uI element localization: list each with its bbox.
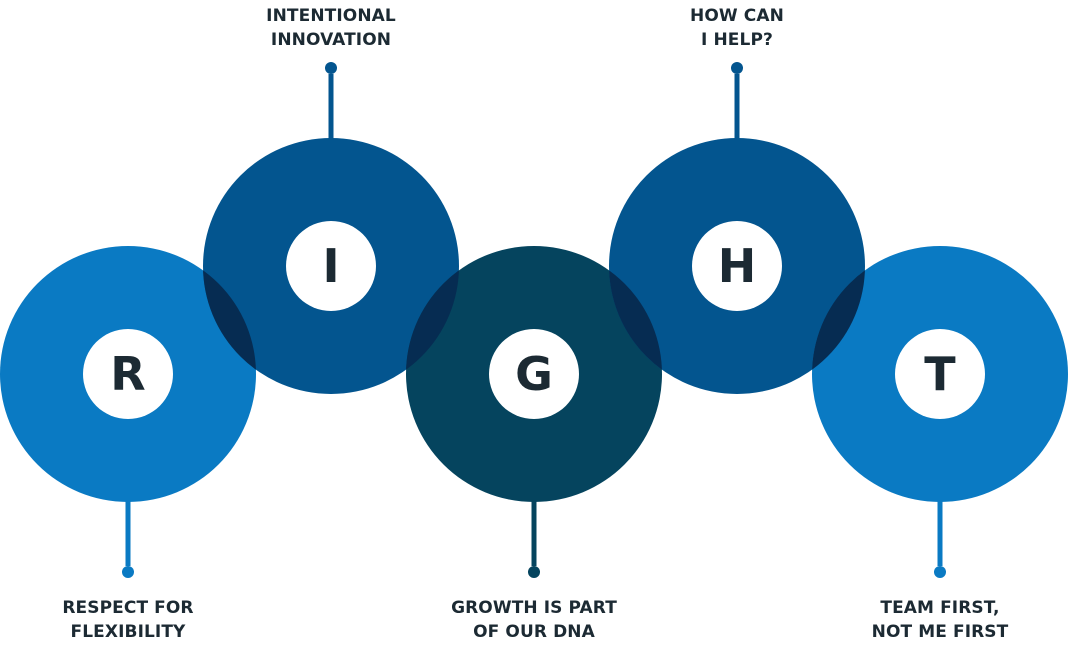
caption-h-line-2: I HELP? [701,30,773,50]
caption-t: TEAM FIRST, NOT ME FIRST [830,596,1050,644]
caption-t-line-2: NOT ME FIRST [871,622,1009,642]
letter-disc-i [286,221,376,311]
connector-g [528,500,540,578]
connector-r [122,500,134,578]
caption-h-line-1: HOW CAN [690,6,784,26]
letter-i: I [322,239,339,293]
caption-i-line-2: INNOVATION [270,30,392,50]
caption-h: HOW CAN I HELP? [627,4,847,52]
caption-g: GROWTH IS PART OF OUR DNA [424,596,644,644]
caption-r-line-1: RESPECT FOR [62,598,194,618]
caption-i: INTENTIONAL INNOVATION [221,4,441,52]
letter-disc-r [83,329,173,419]
letter-disc-t [895,329,985,419]
caption-r: RESPECT FOR FLEXIBILITY [18,596,238,644]
connector-t [934,500,946,578]
caption-i-line-1: INTENTIONAL [266,6,396,26]
connector-i [325,62,337,140]
letter-t: T [924,347,956,401]
letter-g: G [515,347,553,401]
caption-g-line-2: OF OUR DNA [473,622,595,642]
connector-h [731,62,743,140]
caption-t-line-1: TEAM FIRST, [880,598,1000,618]
caption-r-line-2: FLEXIBILITY [70,622,186,642]
caption-g-line-1: GROWTH IS PART [451,598,617,618]
letter-disc-h [692,221,782,311]
letter-h: H [718,239,757,293]
letter-r: R [110,347,145,401]
letter-disc-g [489,329,579,419]
